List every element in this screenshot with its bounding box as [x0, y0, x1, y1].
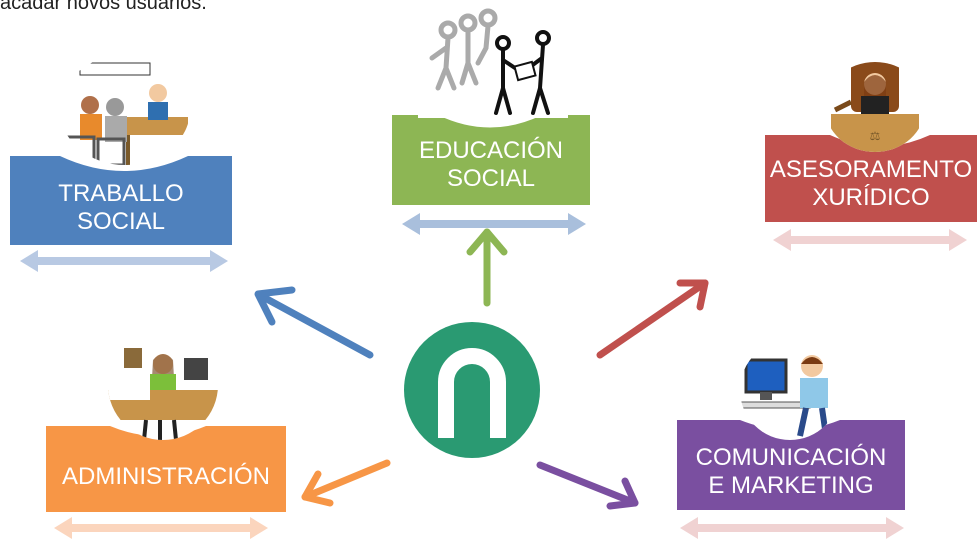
node-label-line1: EDUCACIÓN	[418, 137, 563, 164]
bar-comunicacion	[680, 517, 904, 539]
arrow-to-educacion	[466, 228, 508, 307]
svg-text:⚖: ⚖	[870, 129, 881, 143]
node-educacion-social: EDUCACIÓN SOCIAL	[392, 122, 590, 202]
arrow-to-asesoramento	[596, 279, 709, 359]
node-label-line2: SOCIAL	[446, 165, 536, 192]
door-arch-logo-icon	[438, 348, 506, 438]
bar-administracion	[54, 517, 268, 539]
bar-educacion	[402, 213, 586, 235]
node-label-line1: ASESORAMENTO	[769, 156, 973, 183]
node-administracion: ADMINISTRACIÓN	[46, 436, 286, 512]
intro-text: acadar novos usuarios.	[0, 0, 207, 14]
node-asesoramento-xuridico: ASESORAMENTO XURÍDICO	[765, 142, 977, 220]
arrow-to-administracion	[301, 459, 391, 507]
bar-asesoramento	[773, 229, 967, 251]
card-shape-trabajo	[10, 156, 232, 245]
card-shape-comunicacion	[677, 420, 905, 510]
node-label-line1: ADMINISTRACIÓN	[61, 463, 270, 490]
social-worker-desk-icon	[60, 55, 190, 165]
node-label-line2: SOCIAL	[76, 208, 166, 235]
arrow-to-comunicacion	[536, 461, 639, 510]
node-label-line1: COMUNICACIÓN	[695, 444, 887, 471]
node-label-line1: TRABALLO	[58, 180, 184, 207]
bar-trabajo	[20, 250, 228, 272]
node-label-line2: XURÍDICO	[812, 184, 930, 211]
administration-desk-icon	[108, 330, 218, 440]
card-shape-educacion	[392, 115, 590, 205]
node-trabajo-social: TRABALLO SOCIAL	[10, 166, 232, 244]
judge-gavel-icon: ⚖	[825, 62, 925, 152]
center-logo	[404, 322, 540, 458]
card-shape-asesoramento	[765, 135, 977, 222]
card-shape-administracion	[46, 426, 286, 512]
computer-user-icon	[740, 340, 840, 440]
group-handshake-icon	[418, 8, 568, 118]
node-label-line2: E MARKETING	[708, 472, 874, 499]
arrow-to-trabajo	[254, 286, 374, 359]
node-comunicacion-marketing: COMUNICACIÓN E MARKETING	[677, 428, 905, 510]
